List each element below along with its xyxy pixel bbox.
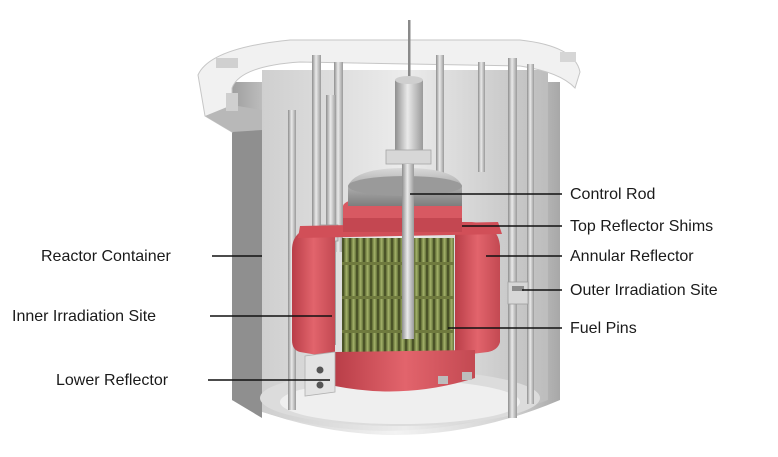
fuel-pin bbox=[386, 238, 391, 352]
leader-lines bbox=[208, 193, 562, 381]
fuel-pins-bundle bbox=[342, 238, 454, 352]
lower-reflector bbox=[304, 350, 475, 397]
fuel-pin bbox=[358, 238, 363, 352]
label-reactor-container: Reactor Container bbox=[41, 248, 172, 265]
fuel-pin bbox=[351, 238, 356, 352]
outer-irradiation-site bbox=[507, 281, 529, 305]
fuel-pin bbox=[379, 238, 384, 352]
fuel-pin bbox=[393, 238, 398, 352]
label-outer-irradiation-site: Outer Irradiation Site bbox=[570, 282, 718, 299]
labels-left: Reactor Container Inner Irradiation Site… bbox=[12, 248, 172, 389]
fuel-pin bbox=[449, 238, 454, 352]
fuel-pin bbox=[428, 238, 433, 352]
label-lower-reflector: Lower Reflector bbox=[56, 372, 169, 389]
fuel-spacer-grid bbox=[342, 296, 454, 299]
fuel-pin bbox=[372, 238, 377, 352]
fuel-pin bbox=[365, 238, 370, 352]
label-annular-reflector: Annular Reflector bbox=[570, 248, 694, 265]
label-top-reflector-shims: Top Reflector Shims bbox=[570, 218, 713, 235]
label-inner-irradiation-site: Inner Irradiation Site bbox=[12, 308, 156, 325]
labels-right: Control Rod Top Reflector Shims Annular … bbox=[570, 186, 718, 337]
fuel-pin bbox=[414, 238, 419, 352]
fuel-pin bbox=[344, 238, 349, 352]
fuel-spacer-grid bbox=[342, 262, 454, 265]
control-rod bbox=[385, 20, 432, 339]
fuel-spacer-grid bbox=[342, 330, 454, 333]
label-fuel-pins: Fuel Pins bbox=[570, 320, 637, 337]
fuel-pin bbox=[442, 238, 447, 352]
fuel-pin bbox=[421, 238, 426, 352]
fuel-pin bbox=[435, 238, 440, 352]
label-control-rod: Control Rod bbox=[570, 186, 655, 203]
